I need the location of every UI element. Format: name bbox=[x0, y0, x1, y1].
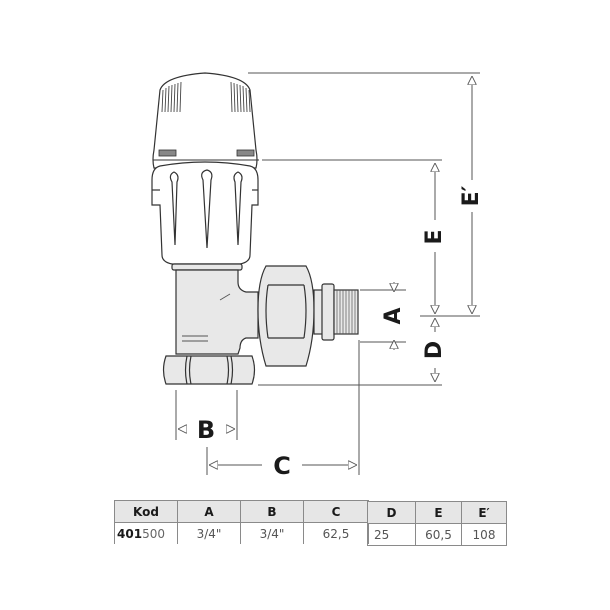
table-header-row: Kod A B C bbox=[114, 500, 369, 523]
dim-label-e: E bbox=[422, 229, 447, 244]
dim-label-c: C bbox=[273, 452, 291, 480]
col-header-d: D bbox=[367, 501, 416, 524]
kod-suffix: 500 bbox=[142, 526, 165, 541]
cell-e-prime: 108 bbox=[461, 523, 507, 546]
dimension-lines bbox=[175, 72, 480, 475]
table-header-row: D E E′ bbox=[367, 501, 507, 524]
cell-a: 3/4" bbox=[177, 522, 241, 544]
col-header-a: A bbox=[177, 500, 241, 523]
side-union-nut bbox=[257, 265, 315, 367]
dimension-table-left: Kod A B C 401500 3/4" 3/4" 62,5 bbox=[114, 500, 369, 544]
kod-prefix: 401 bbox=[117, 526, 143, 541]
dim-label-e-prime: E′ bbox=[459, 185, 484, 206]
table-row: 401500 3/4" 3/4" 62,5 bbox=[114, 522, 369, 544]
dim-label-a: A bbox=[381, 307, 406, 324]
valve-technical-drawing: E′ E A D B C bbox=[151, 72, 484, 480]
cell-b: 3/4" bbox=[240, 522, 304, 544]
dim-label-d: D bbox=[422, 341, 447, 359]
table-row: 25 60,5 108 bbox=[367, 523, 507, 546]
dimension-table-right: D E E′ 25 60,5 108 bbox=[367, 501, 507, 546]
cell-c: 62,5 bbox=[303, 522, 369, 544]
cell-d: 25 bbox=[367, 523, 416, 546]
col-header-b: B bbox=[240, 500, 304, 523]
col-header-e-prime: E′ bbox=[461, 501, 507, 524]
tailpiece bbox=[313, 283, 359, 341]
col-header-c: C bbox=[303, 500, 369, 523]
col-header-e: E bbox=[415, 501, 462, 524]
cell-kod: 401500 bbox=[114, 522, 178, 544]
col-header-kod: Kod bbox=[114, 500, 178, 523]
cell-e: 60,5 bbox=[415, 523, 462, 546]
valve-body bbox=[171, 263, 259, 355]
bottom-hex-nut bbox=[162, 355, 256, 385]
thermostatic-head bbox=[152, 72, 259, 169]
head-lower-body bbox=[151, 161, 259, 265]
dim-label-b: B bbox=[197, 416, 215, 444]
